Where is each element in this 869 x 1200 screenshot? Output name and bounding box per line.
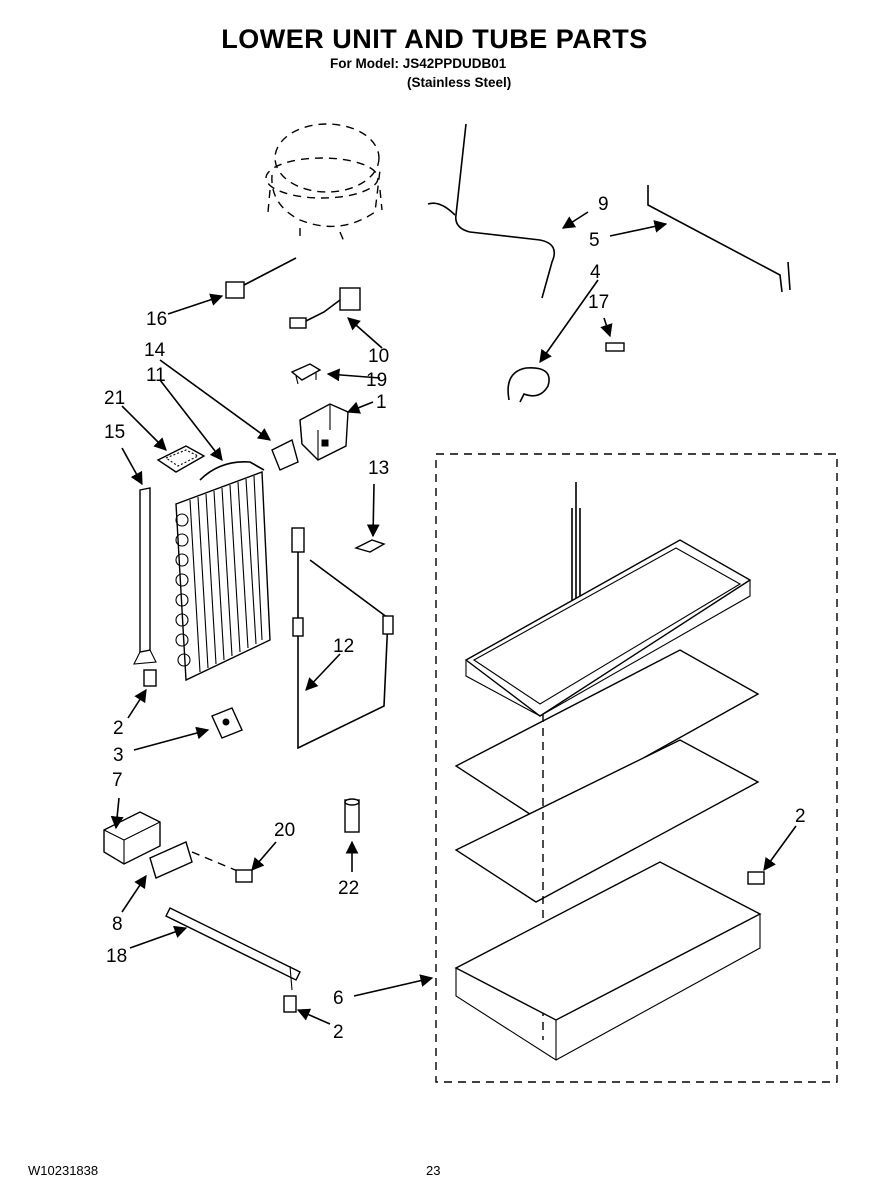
- drip-sheet-lower: [454, 739, 760, 903]
- pad-part-21: [156, 445, 206, 473]
- clip-part-17: [605, 342, 625, 352]
- clip-part-13: [354, 539, 386, 553]
- part-16: [225, 257, 297, 299]
- callout-21: 21: [104, 388, 125, 409]
- bracket-part-7: [103, 811, 161, 865]
- sensor-part-10: [289, 287, 361, 329]
- rail-part-18: [165, 907, 301, 991]
- model-line: For Model: JS42PPDUDB01: [330, 56, 507, 71]
- compressor-outline: [265, 123, 383, 245]
- tube-part-4: [507, 367, 550, 403]
- callout-19: 19: [366, 370, 387, 391]
- screw-part-20: [235, 869, 253, 883]
- callout-2-bottom: 2: [333, 1022, 344, 1043]
- part-3: [211, 707, 243, 739]
- callout-17: 17: [588, 292, 609, 313]
- page-number: 23: [426, 1163, 441, 1178]
- tube-part-22: [344, 798, 360, 833]
- callout-20: 20: [274, 820, 295, 841]
- callout-13: 13: [368, 458, 389, 479]
- leader-lines: [110, 211, 797, 1025]
- callout-7: 7: [112, 770, 123, 791]
- callout-6: 6: [333, 988, 344, 1009]
- harness-part-12: [291, 527, 394, 750]
- callout-18: 18: [106, 946, 127, 967]
- drip-tray-assembly: [454, 482, 762, 1062]
- page-title: LOWER UNIT AND TUBE PARTS: [221, 24, 648, 54]
- screw-2-left: [143, 669, 157, 687]
- callout-3: 3: [113, 745, 124, 766]
- callout-22: 22: [338, 878, 359, 899]
- callout-2-right: 2: [795, 806, 806, 827]
- callout-9: 9: [598, 194, 609, 215]
- callout-1: 1: [376, 392, 387, 413]
- plate-part-8: [149, 841, 241, 879]
- callout-15: 15: [104, 422, 125, 443]
- callout-8: 8: [112, 914, 123, 935]
- screw-2-right: [747, 871, 765, 885]
- finish-line: (Stainless Steel): [407, 75, 512, 90]
- callout-16: 16: [146, 309, 167, 330]
- evaporator-part-11: [175, 461, 271, 682]
- callout-11: 11: [146, 365, 166, 386]
- callout-2-left: 2: [113, 718, 124, 739]
- screw-2-bottom: [283, 995, 297, 1013]
- assembly-frame: [435, 453, 838, 1083]
- drip-pan-part-6: [454, 861, 762, 1021]
- part-19: [290, 363, 322, 385]
- callout-5: 5: [589, 230, 600, 251]
- part-14: [271, 438, 299, 471]
- tube-part-9: [427, 123, 556, 299]
- tube-part-5: [647, 185, 791, 293]
- bracket-part-1: [299, 403, 349, 461]
- strip-part-15: [133, 487, 157, 665]
- callout-14: 14: [144, 340, 166, 361]
- callout-10: 10: [368, 346, 389, 367]
- drip-sheet-upper: [454, 649, 760, 819]
- callout-4: 4: [590, 262, 601, 283]
- document-number: W10231838: [28, 1163, 99, 1178]
- callout-12: 12: [333, 636, 354, 657]
